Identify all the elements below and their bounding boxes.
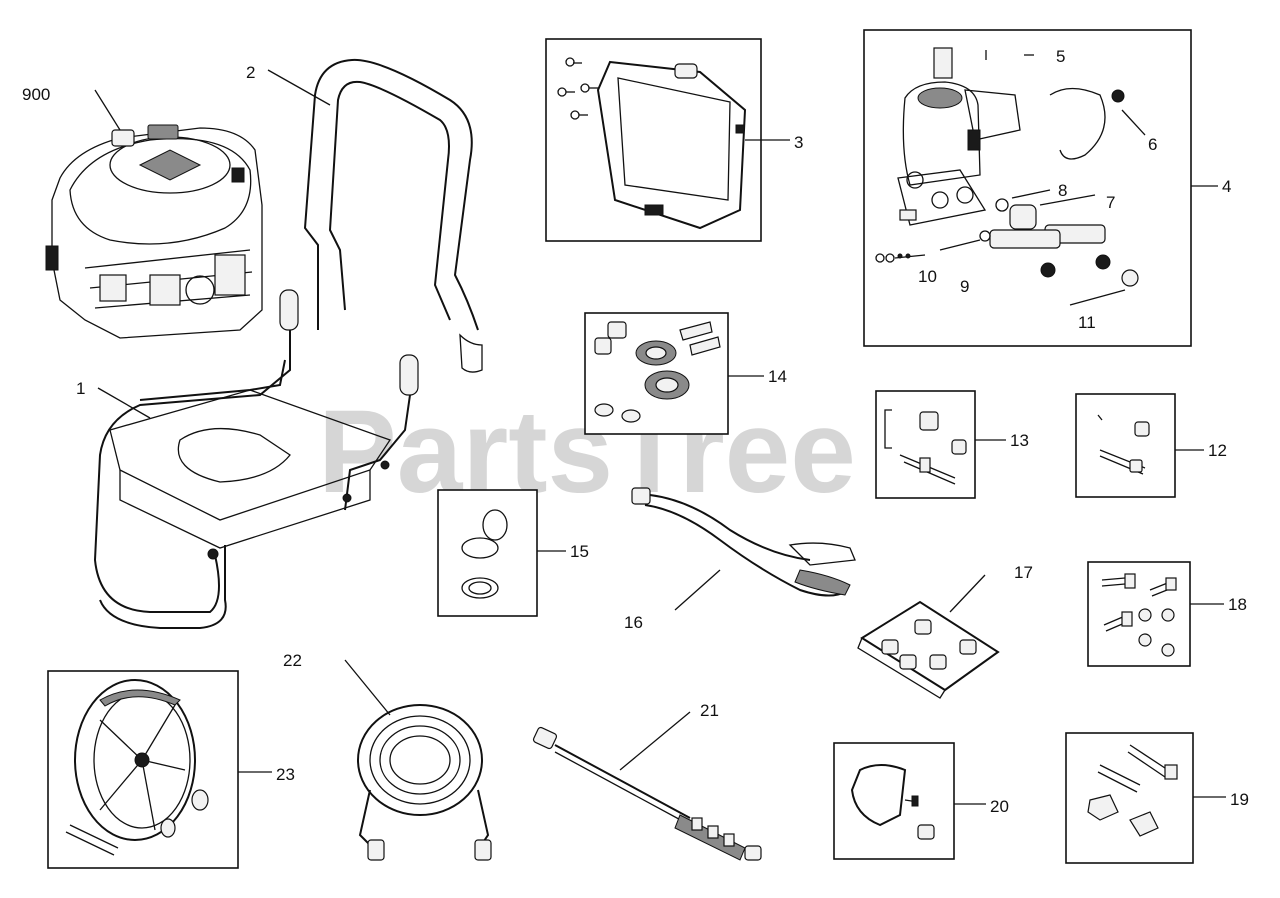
callout-4: 4 [1222, 177, 1231, 196]
part-kit-19[interactable]: 19 [1065, 732, 1249, 864]
callout-5: 5 [1056, 47, 1065, 66]
part-spray-gun[interactable]: 16 [624, 487, 856, 632]
part-pump[interactable]: 5 6 7 10 9 11 4 [863, 29, 1231, 347]
callout-6: 6 [1148, 135, 1157, 154]
callout-11: 11 [1078, 313, 1096, 332]
callout-22: 22 [283, 651, 302, 670]
callout-21: 21 [700, 701, 719, 720]
callout-19: 19 [1230, 790, 1249, 809]
part-control-panel[interactable]: 3 [545, 38, 803, 242]
part-engine[interactable]: 900 [22, 85, 263, 339]
callout-9: 9 [960, 277, 969, 296]
callout-7: 7 [1106, 193, 1115, 212]
box-19 [1065, 732, 1194, 864]
callout-2: 2 [246, 63, 255, 82]
part-lance[interactable]: 21 [532, 701, 762, 861]
part-hose[interactable]: 22 [283, 651, 492, 861]
callout-12: 12 [1208, 441, 1227, 460]
part-wheel[interactable]: 23 [47, 670, 295, 869]
callout-1: 1 [76, 379, 85, 398]
callout-23: 23 [276, 765, 295, 784]
callout-10: 10 [918, 267, 937, 286]
box-20 [833, 742, 955, 860]
callout-18: 18 [1228, 595, 1247, 614]
callout-17: 17 [1014, 563, 1033, 582]
callout-3: 3 [794, 133, 803, 152]
callout-15: 15 [570, 542, 589, 561]
callout-13: 13 [1010, 431, 1029, 450]
part-handle[interactable]: 2 [246, 58, 483, 373]
part-kit-12[interactable]: 12 [1075, 393, 1227, 498]
callout-14: 14 [768, 367, 787, 386]
callout-16: 16 [624, 613, 643, 632]
part-kit-13[interactable]: 13 [875, 390, 1029, 499]
box-12 [1075, 393, 1176, 498]
part-frame[interactable]: 1 [76, 289, 419, 629]
part-seal[interactable]: 8 [1011, 181, 1067, 200]
box-15 [437, 489, 538, 617]
callout-20: 20 [990, 797, 1009, 816]
box-23 [47, 670, 239, 869]
part-kit-15[interactable]: 15 [437, 489, 589, 617]
part-kit-18[interactable]: 18 [1087, 561, 1247, 667]
part-kit-20[interactable]: 20 [833, 742, 1009, 860]
callout-900: 900 [22, 85, 50, 104]
part-kit-14[interactable]: 14 [584, 312, 787, 435]
part-nozzle-holder[interactable]: 17 [857, 563, 1033, 699]
box-4 [863, 29, 1192, 347]
callout-8: 8 [1058, 181, 1067, 200]
